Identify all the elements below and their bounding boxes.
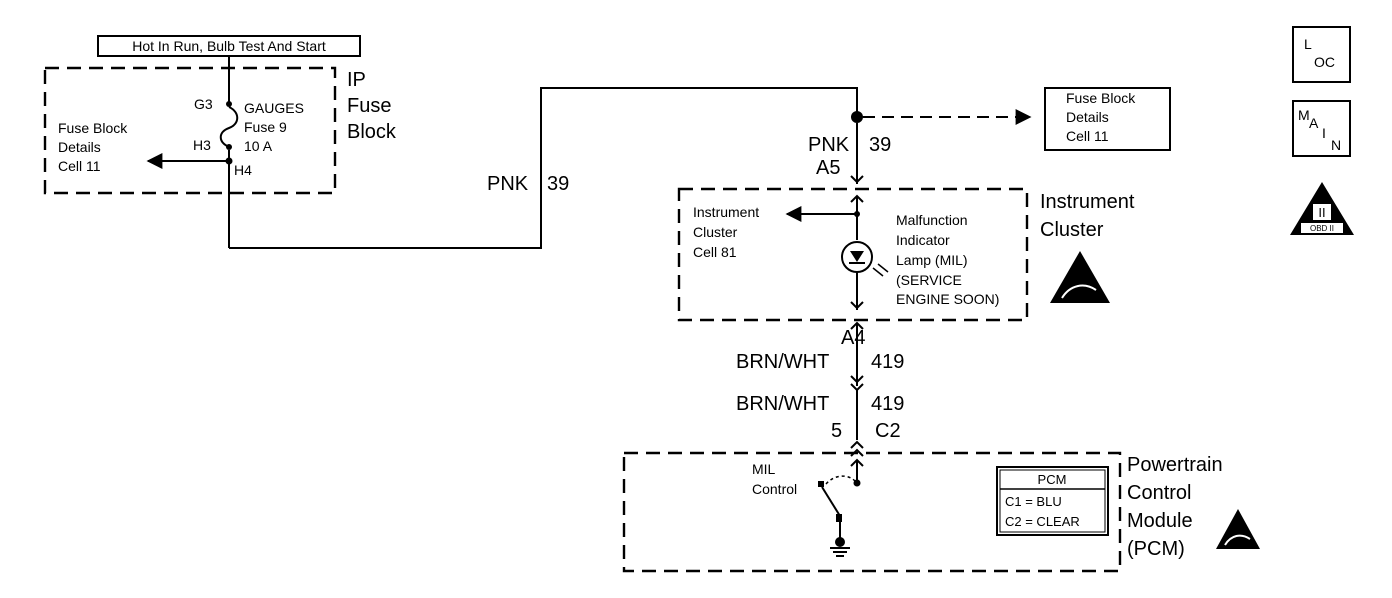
fuse-ref-1: Fuse Block bbox=[1066, 90, 1136, 106]
ip-fuse-block-name-3: Block bbox=[347, 121, 397, 143]
terminal-h3: H3 bbox=[193, 137, 211, 153]
mil-label-2: Indicator bbox=[896, 232, 950, 248]
obd-ii-icon: II OBD II bbox=[1290, 182, 1354, 235]
ip-fuse-block: IP Fuse Block G3 H3 H4 GAUGES Fuse 9 10 … bbox=[43, 56, 397, 248]
wire-c2-color: BRN/WHT bbox=[736, 393, 829, 415]
splice-branch: Fuse Block Details Cell 11 bbox=[851, 87, 1171, 151]
wire-a4-circuit: 419 bbox=[871, 351, 904, 373]
mil-label-1: Malfunction bbox=[896, 212, 968, 228]
lamp-icon bbox=[841, 241, 889, 277]
fuse-ref-3: Cell 11 bbox=[1066, 128, 1109, 144]
esd-icon bbox=[1216, 509, 1260, 549]
mil-label-5: ENGINE SOON) bbox=[896, 291, 999, 307]
loc-symbol: L OC bbox=[1292, 26, 1351, 83]
instrument-cluster: Instrument Cluster Instrument Cluster Ce… bbox=[677, 187, 1135, 322]
svg-text:OC: OC bbox=[1314, 54, 1335, 70]
mil-label-4: (SERVICE bbox=[896, 272, 962, 288]
pin-5: 5 bbox=[831, 420, 842, 442]
wire-ip-circuit: 39 bbox=[547, 173, 569, 195]
wire-pnk-39: PNK 39 bbox=[229, 87, 858, 249]
pcm-name-1: Powertrain bbox=[1127, 454, 1223, 476]
pcm-name-4: (PCM) bbox=[1127, 538, 1185, 560]
ground-icon bbox=[830, 537, 850, 557]
terminal-g3: G3 bbox=[194, 96, 213, 112]
mil-control-1: MIL bbox=[752, 461, 776, 477]
mil-control-2: Control bbox=[752, 481, 797, 497]
svg-text:II: II bbox=[1318, 205, 1325, 220]
cluster-name-1: Instrument bbox=[1040, 191, 1135, 213]
wire-brn-wht-419: A4 BRN/WHT 419 BRN/WHT 419 5 C2 bbox=[736, 321, 904, 457]
pcm-module: Powertrain Control Module (PCM) MIL Cont… bbox=[622, 451, 1260, 573]
ip-ref-2: Details bbox=[58, 139, 101, 155]
pcm-table-row-2: C2 = CLEAR bbox=[1005, 514, 1080, 529]
pcm-connector-table: PCM C1 = BLU C2 = CLEAR bbox=[996, 466, 1109, 536]
wire-c2-circuit: 419 bbox=[871, 393, 904, 415]
cluster-ref-2: Cluster bbox=[693, 224, 738, 240]
connector-a4: A4 bbox=[841, 327, 865, 349]
wire-top-color: PNK bbox=[808, 134, 850, 156]
pcm-name-2: Control bbox=[1127, 482, 1191, 504]
pcm-table-row-1: C1 = BLU bbox=[1005, 494, 1062, 509]
ip-ref-3: Cell 11 bbox=[58, 158, 101, 174]
mil-label-3: Lamp (MIL) bbox=[896, 252, 968, 268]
ip-ref-1: Fuse Block bbox=[58, 120, 128, 136]
ip-fuse-block-name-2: Fuse bbox=[347, 95, 391, 117]
fuse-ref-2: Details bbox=[1066, 109, 1109, 125]
connector-a5: A5 bbox=[816, 157, 840, 179]
svg-text:M: M bbox=[1298, 107, 1310, 123]
svg-text:A: A bbox=[1309, 115, 1319, 131]
svg-text:I: I bbox=[1322, 125, 1326, 141]
wire-ip-color: PNK bbox=[487, 173, 529, 195]
fuse-label-1: GAUGES bbox=[244, 100, 304, 116]
main-symbol: M A I N bbox=[1292, 100, 1351, 157]
svg-text:OBD II: OBD II bbox=[1310, 224, 1334, 233]
cluster-ref-3: Cell 81 bbox=[693, 244, 737, 260]
connector-c2: C2 bbox=[875, 420, 901, 442]
cluster-ref-1: Instrument bbox=[693, 204, 759, 220]
pcm-name-3: Module bbox=[1127, 510, 1193, 532]
pcm-table-title: PCM bbox=[1038, 472, 1067, 487]
svg-text:N: N bbox=[1331, 137, 1341, 153]
fuse-icon bbox=[219, 106, 239, 148]
svg-text:L: L bbox=[1304, 36, 1312, 52]
wire-a4-color: BRN/WHT bbox=[736, 351, 829, 373]
svg-text:Hot In Run, Bulb Test And Star: Hot In Run, Bulb Test And Start bbox=[132, 38, 326, 54]
esd-icon bbox=[1050, 251, 1110, 303]
power-source-label: Hot In Run, Bulb Test And Start bbox=[97, 35, 361, 57]
ip-fuse-block-name-1: IP bbox=[347, 69, 366, 91]
wire-to-cluster: PNK 39 A5 bbox=[808, 123, 891, 184]
cluster-name-2: Cluster bbox=[1040, 219, 1104, 241]
wire-top-circuit: 39 bbox=[869, 134, 891, 156]
fuse-label-2: Fuse 9 bbox=[244, 119, 287, 135]
terminal-h4: H4 bbox=[234, 162, 252, 178]
fuse-label-3: 10 A bbox=[244, 138, 273, 154]
